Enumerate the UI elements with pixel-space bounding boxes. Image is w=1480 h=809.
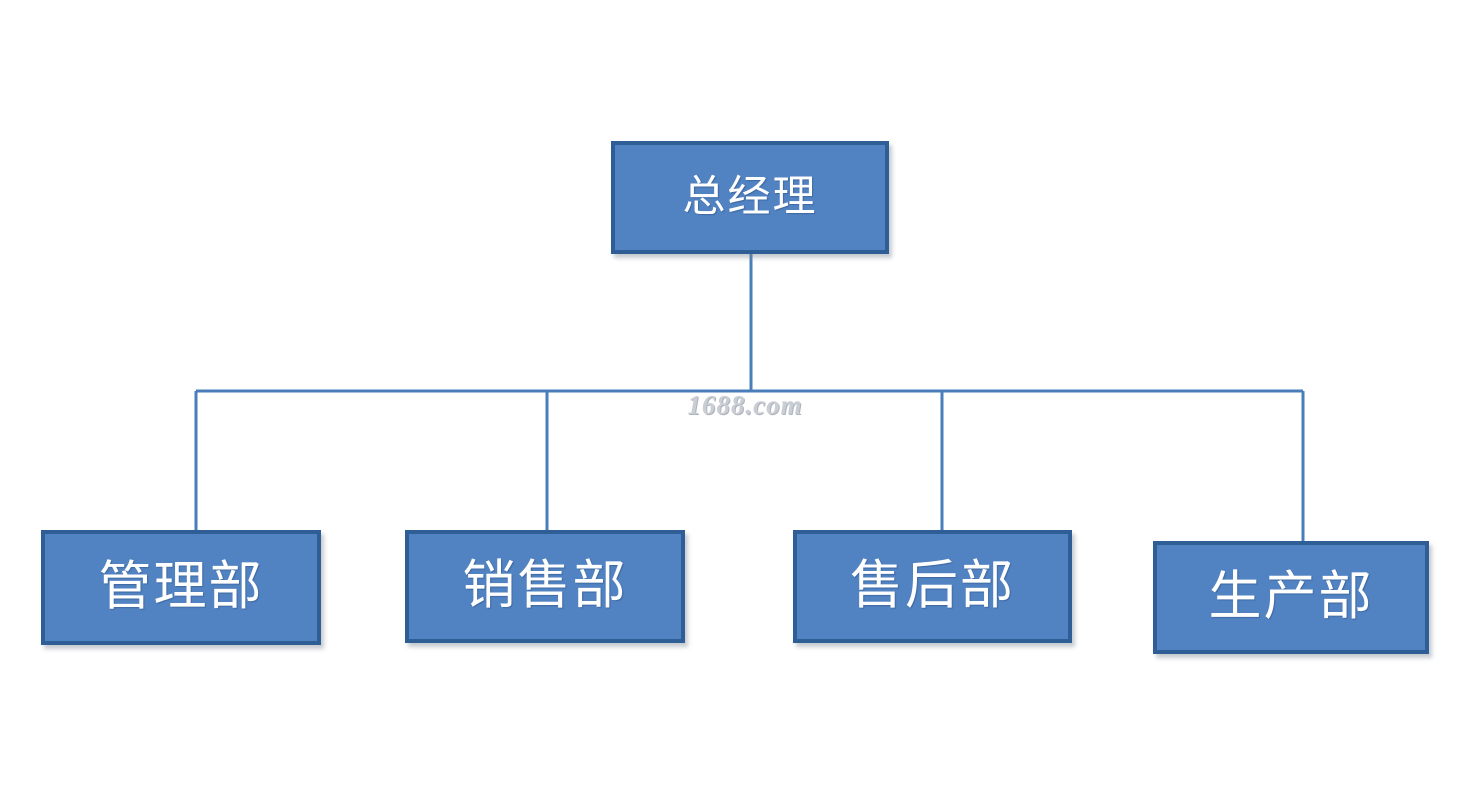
org-node-sales-department[interactable]: 销售部 [405,530,685,643]
org-node-label: 管理部 [98,558,264,616]
org-node-label: 售后部 [850,557,1015,615]
org-node-label: 总经理 [682,174,818,221]
org-node-after-sales-department[interactable]: 售后部 [793,530,1072,643]
org-node-label: 生产部 [1208,568,1374,626]
org-node-general-manager[interactable]: 总经理 [611,141,889,254]
org-node-management-department[interactable]: 管理部 [41,530,321,645]
org-node-production-department[interactable]: 生产部 [1153,541,1429,654]
watermark-text: 1688.com [687,390,803,420]
org-node-label: 销售部 [462,557,628,615]
